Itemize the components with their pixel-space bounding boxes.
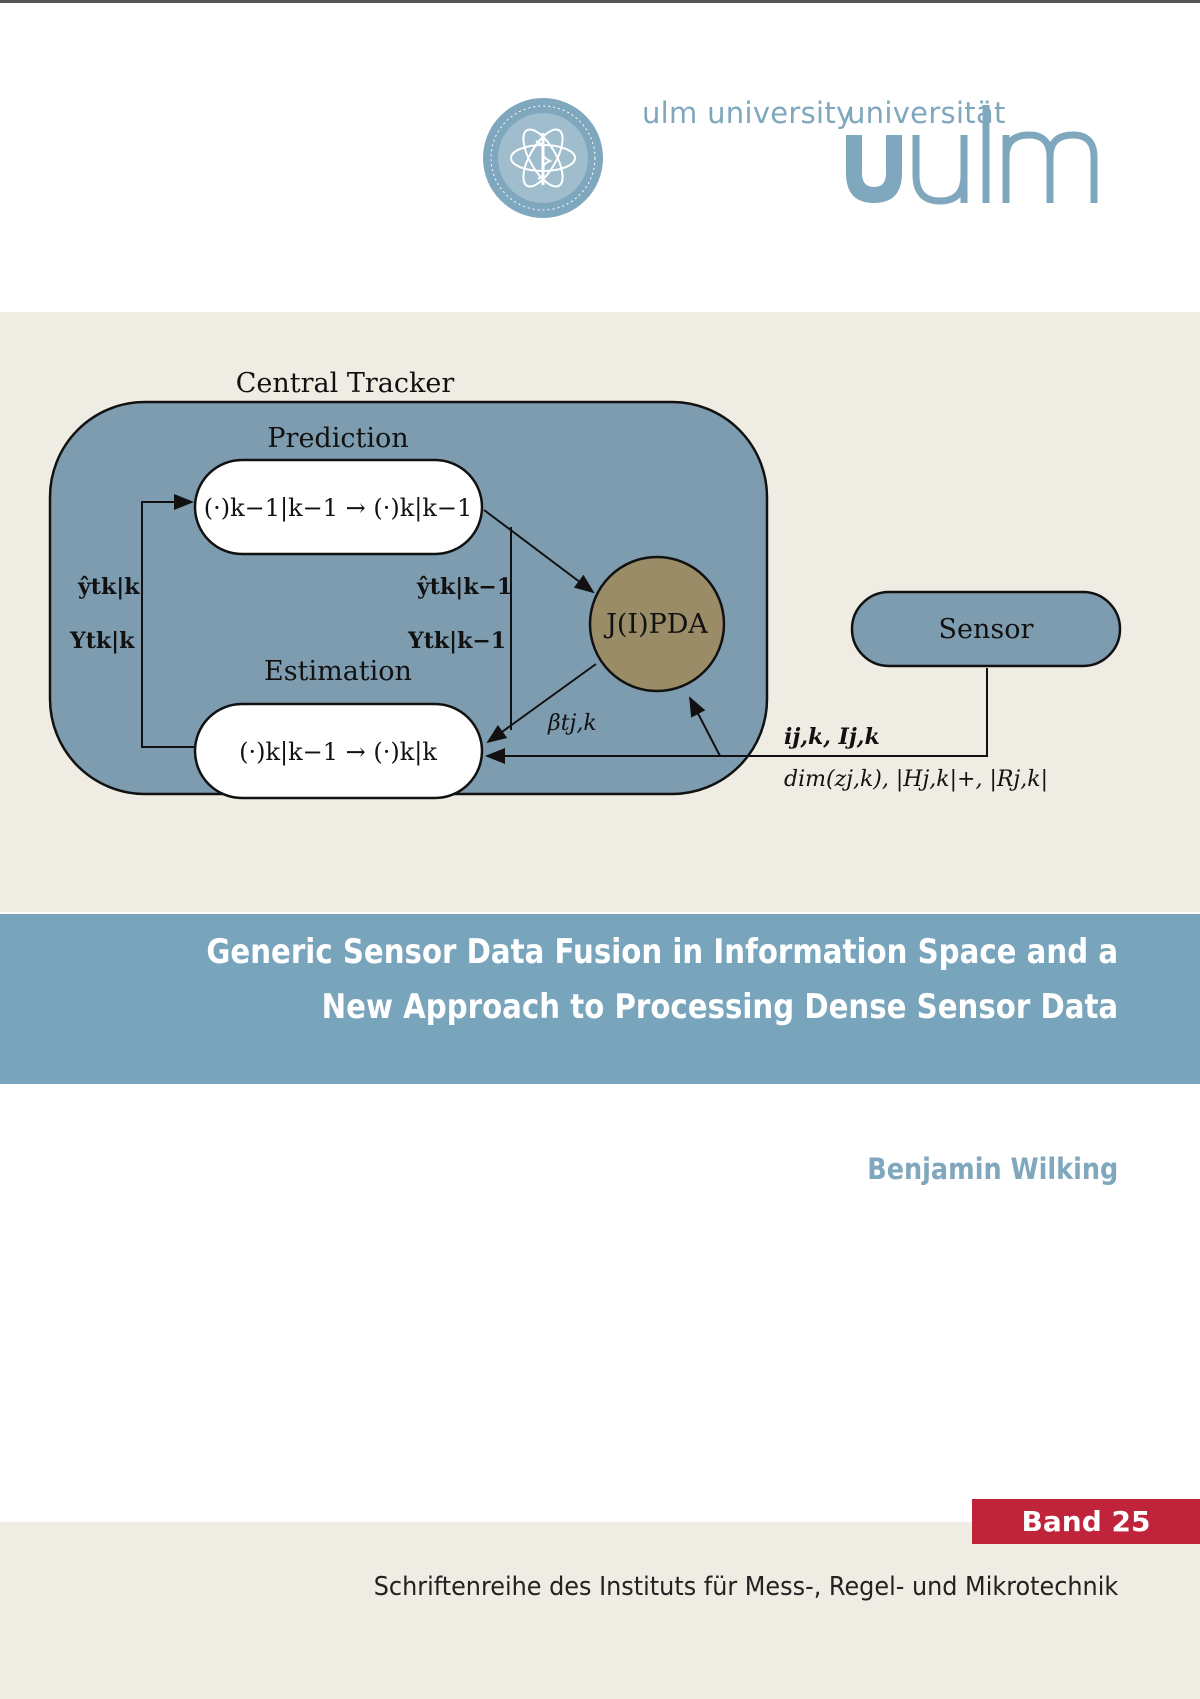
left-Y: Ytk|k — [69, 628, 135, 654]
brand-english-name: ulm university — [642, 96, 854, 130]
prediction-formula: (·)k−1|k−1 → (·)k|k−1 — [204, 494, 473, 523]
bottom-band — [0, 1522, 1200, 1699]
sensor-to-jipda-arrow — [689, 696, 721, 757]
prediction-box — [193, 458, 484, 556]
estimation-box — [193, 702, 484, 800]
sensor-box — [850, 590, 1122, 668]
estimation-label: Estimation — [264, 656, 412, 687]
sensor-label: Sensor — [939, 614, 1034, 645]
tracker-diagram: Central Tracker Prediction (·)k−1|k−1 → … — [48, 368, 1122, 800]
series-name: Schriftenreihe des Instituts für Mess-, … — [373, 1572, 1118, 1602]
left-y-hat: ŷtk|k — [77, 574, 140, 600]
central-tracker-label: Central Tracker — [236, 368, 455, 399]
author-name: Benjamin Wilking — [866, 1152, 1118, 1186]
sensor-dims: dim(zj,k), |Hj,k|+, |Rj,k| — [784, 767, 1048, 792]
university-seal-logo — [483, 98, 603, 218]
book-title-line-2: New Approach to Processing Dense Sensor … — [321, 987, 1118, 1027]
top-rule — [0, 0, 1200, 3]
prediction-label: Prediction — [267, 423, 408, 454]
mid-Y: Ytk|k−1 — [407, 628, 506, 654]
prediction-to-jipda-arrow — [483, 509, 595, 594]
mid-y-hat: ŷtk|k−1 — [416, 574, 512, 600]
book-title-line-1: Generic Sensor Data Fusion in Informatio… — [206, 932, 1118, 972]
jipda-node — [588, 555, 726, 693]
brand-german-name: universität — [847, 96, 1006, 130]
jipda-to-estimation-arrow — [486, 663, 597, 744]
sensor-to-estimation-arrow — [485, 668, 988, 764]
jipda-label: J(I)PDA — [603, 609, 708, 640]
beta-label: βtj,k — [547, 711, 597, 736]
title-band — [0, 914, 1200, 1084]
estimation-formula: (·)k|k−1 → (·)k|k — [239, 738, 437, 767]
uulm-wordmark-logo — [846, 105, 1098, 205]
feedback-loop-arrow — [141, 494, 195, 748]
band-number-badge: Band 25 — [972, 1499, 1200, 1544]
sensor-info: ij,k, Ij,k — [784, 724, 880, 750]
